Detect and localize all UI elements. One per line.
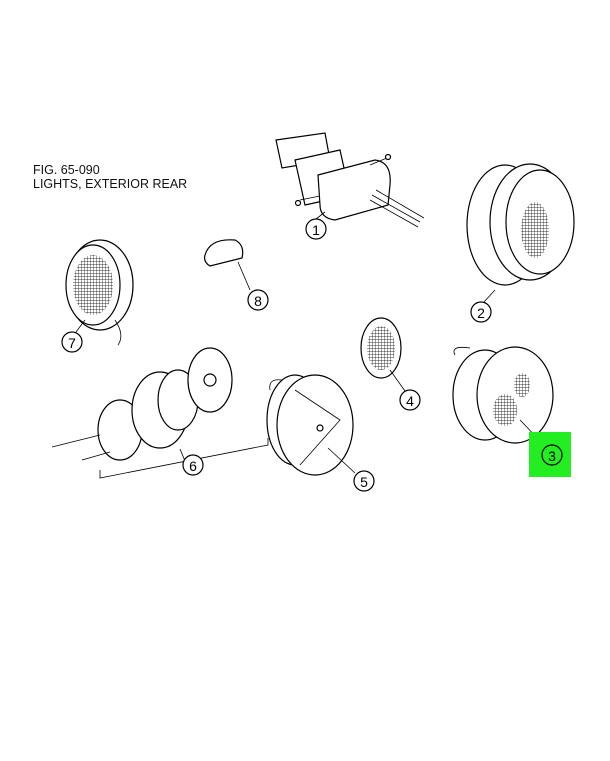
part-6-lamp-kit <box>51 347 269 479</box>
callout-6: 6 <box>182 454 204 476</box>
svg-text:2: 2 <box>477 305 485 321</box>
svg-text:3: 3 <box>548 448 556 464</box>
callout-3-highlighted[interactable]: 3 <box>529 432 571 477</box>
callout-4: 4 <box>399 389 421 411</box>
svg-text:5: 5 <box>360 474 368 490</box>
callout-7: 7 <box>61 331 83 353</box>
svg-text:1: 1 <box>312 222 320 238</box>
part-7-round-lamp <box>65 239 134 346</box>
part-4-lens <box>360 317 406 392</box>
figure-number: FIG. 65-090 <box>33 163 100 177</box>
part-2-round-lamp <box>466 163 575 303</box>
part-3-round-lamp <box>452 346 554 445</box>
svg-text:6: 6 <box>189 458 197 474</box>
svg-text:7: 7 <box>68 335 76 351</box>
part-1-license-lamp <box>275 132 425 228</box>
figure-caption: FIG. 65-090 LIGHTS, EXTERIOR REAR <box>33 163 187 191</box>
callout-5: 5 <box>353 470 375 492</box>
part-5-round-lamp <box>266 374 356 476</box>
callout-2: 2 <box>470 301 492 323</box>
figure-title: LIGHTS, EXTERIOR REAR <box>33 177 188 191</box>
svg-text:8: 8 <box>254 293 262 309</box>
callout-1: 1 <box>305 218 327 240</box>
part-8-marker-lamp <box>203 239 251 291</box>
svg-text:4: 4 <box>406 393 414 409</box>
callout-8: 8 <box>247 289 269 311</box>
